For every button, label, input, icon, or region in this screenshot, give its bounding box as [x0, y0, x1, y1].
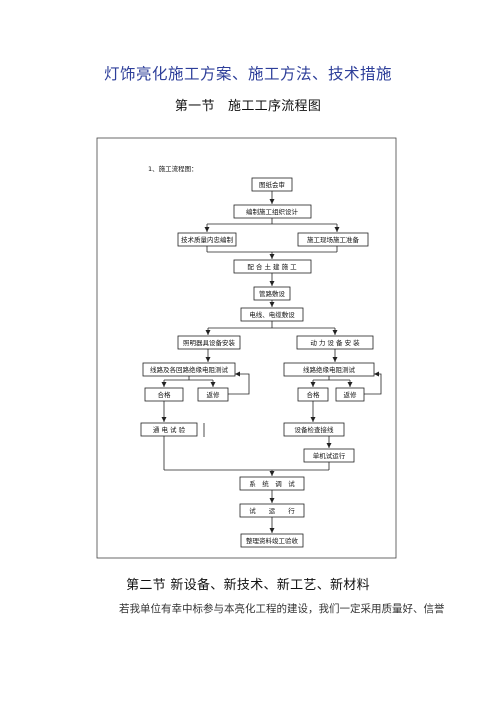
node-trial-run-label: 试 运 行 — [249, 506, 295, 515]
node-power-test-label: 通 电 试 验 — [153, 425, 186, 434]
flowchart-frame — [96, 137, 397, 559]
node-civil-coop — [233, 259, 312, 274]
node-power-test — [140, 422, 198, 437]
node-acceptance-label: 整理资料竣工验收 — [246, 536, 299, 545]
flowchart-header: 1、施工流程图： — [148, 164, 198, 173]
node-system-debug-label: 系 统 调 试 — [249, 479, 295, 488]
document-title: 灯饰亮化施工方案、施工方法、技术措施 — [103, 65, 392, 83]
node-site-prep-label: 施工现场施工准备 — [307, 235, 360, 244]
body-paragraph: 若我单位有幸中标参与本亮化工程的建设，我们一定采用质量好、信誉 — [119, 603, 445, 615]
node-lighting-install — [177, 335, 241, 350]
node-lighting-install-label: 照明器具设备安装 — [183, 338, 236, 347]
node-site-prep — [297, 232, 369, 247]
section-2-title: 第二节 新设备、新技术、新工艺、新材料 — [126, 578, 370, 593]
node-left-fail-label: 返修 — [207, 390, 221, 399]
node-tech-disclosure-label: 技术质量内忠编制 — [181, 235, 234, 244]
node-right-fail-label: 返修 — [344, 390, 358, 399]
node-left-pass-label: 合格 — [158, 390, 172, 399]
node-conduit-label: 管路敷设 — [259, 289, 286, 298]
node-civil-coop-label: 配 合 土 建 施 工 — [247, 262, 297, 271]
node-acceptance — [240, 533, 304, 548]
node-left-insulation-label: 线路及各回路绝缘电阻测试 — [150, 365, 229, 374]
node-org-design-label: 编制施工组织设计 — [246, 207, 299, 216]
node-device-check — [283, 422, 345, 437]
node-right-pass-label: 合格 — [307, 390, 321, 399]
node-org-design — [233, 204, 312, 219]
node-cable-label: 电线、电缆敷设 — [249, 310, 295, 319]
node-left-fail — [197, 387, 229, 402]
section-1-title: 第一节 施工工序流程图 — [174, 99, 322, 114]
node-power-install-label: 动 力 设 备 安 装 — [310, 338, 360, 347]
node-right-fail — [335, 387, 365, 402]
node-right-insulation-label: 线路绝缘电阻测试 — [303, 365, 356, 374]
node-drawing-review-label: 图纸会审 — [259, 180, 285, 189]
node-device-check-label: 设备检查接线 — [295, 425, 335, 434]
node-single-run-label: 单机试运行 — [313, 451, 346, 460]
